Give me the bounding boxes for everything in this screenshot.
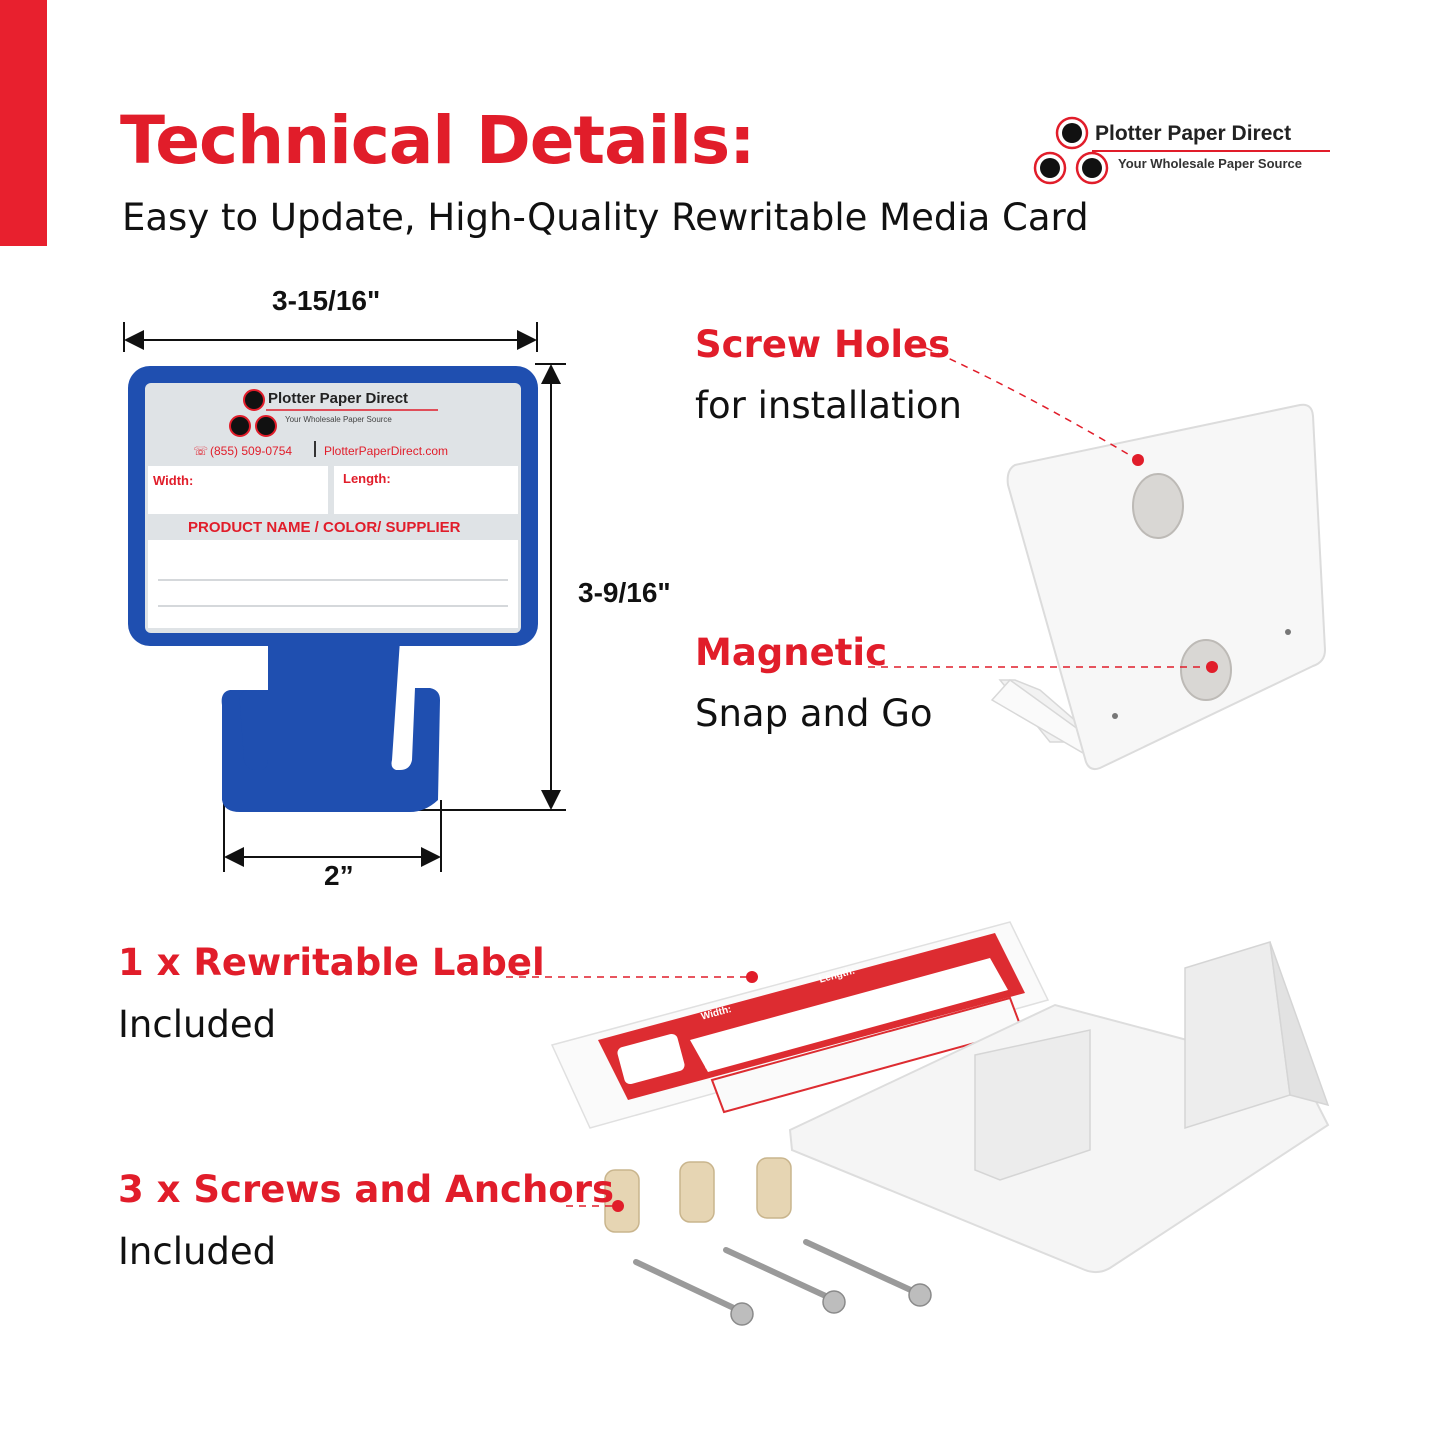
phone-icon: ☏ <box>193 444 209 458</box>
logo-tagline: Your Wholesale Paper Source <box>1118 156 1302 171</box>
logo-circles-icon <box>1033 116 1109 185</box>
card-website: PlotterPaperDirect.com <box>324 444 449 458</box>
screw-holes-detail: for installation <box>695 384 962 427</box>
label-included-detail: Included <box>118 1003 277 1046</box>
magnetic-title: Magnetic <box>695 631 888 674</box>
width-dimension: 3-15/16" <box>272 285 381 316</box>
tab-width-dimension: 2” <box>324 860 354 891</box>
accent-bar <box>0 0 47 246</box>
screws-included-detail: Included <box>118 1230 277 1273</box>
card-brand: Plotter Paper Direct <box>268 390 409 407</box>
page-subtitle: Easy to Update, High-Quality Rewritable … <box>122 196 1089 239</box>
screw-holes-title: Screw Holes <box>695 323 951 366</box>
screws-included-title: 3 x Screws and Anchors <box>118 1168 614 1211</box>
label-included-title: 1 x Rewritable Label <box>118 941 545 984</box>
card-length-label: Length: <box>343 471 391 486</box>
card-width-label: Width: <box>153 473 194 488</box>
logo-title: Plotter Paper Direct <box>1095 122 1292 145</box>
logo-divider <box>1092 150 1330 152</box>
brand-logo: Plotter Paper Direct Your Wholesale Pape… <box>1030 116 1330 188</box>
card-product-label: PRODUCT NAME / COLOR/ SUPPLIER <box>188 519 461 536</box>
card-phone-divider <box>314 441 316 457</box>
card-phone: (855) 509-0754 <box>210 444 293 458</box>
page-title: Technical Details: <box>120 102 756 179</box>
height-dimension: 3-9/16" <box>578 577 671 608</box>
magnetic-detail: Snap and Go <box>695 692 933 735</box>
card-tagline: Your Wholesale Paper Source <box>285 415 392 424</box>
